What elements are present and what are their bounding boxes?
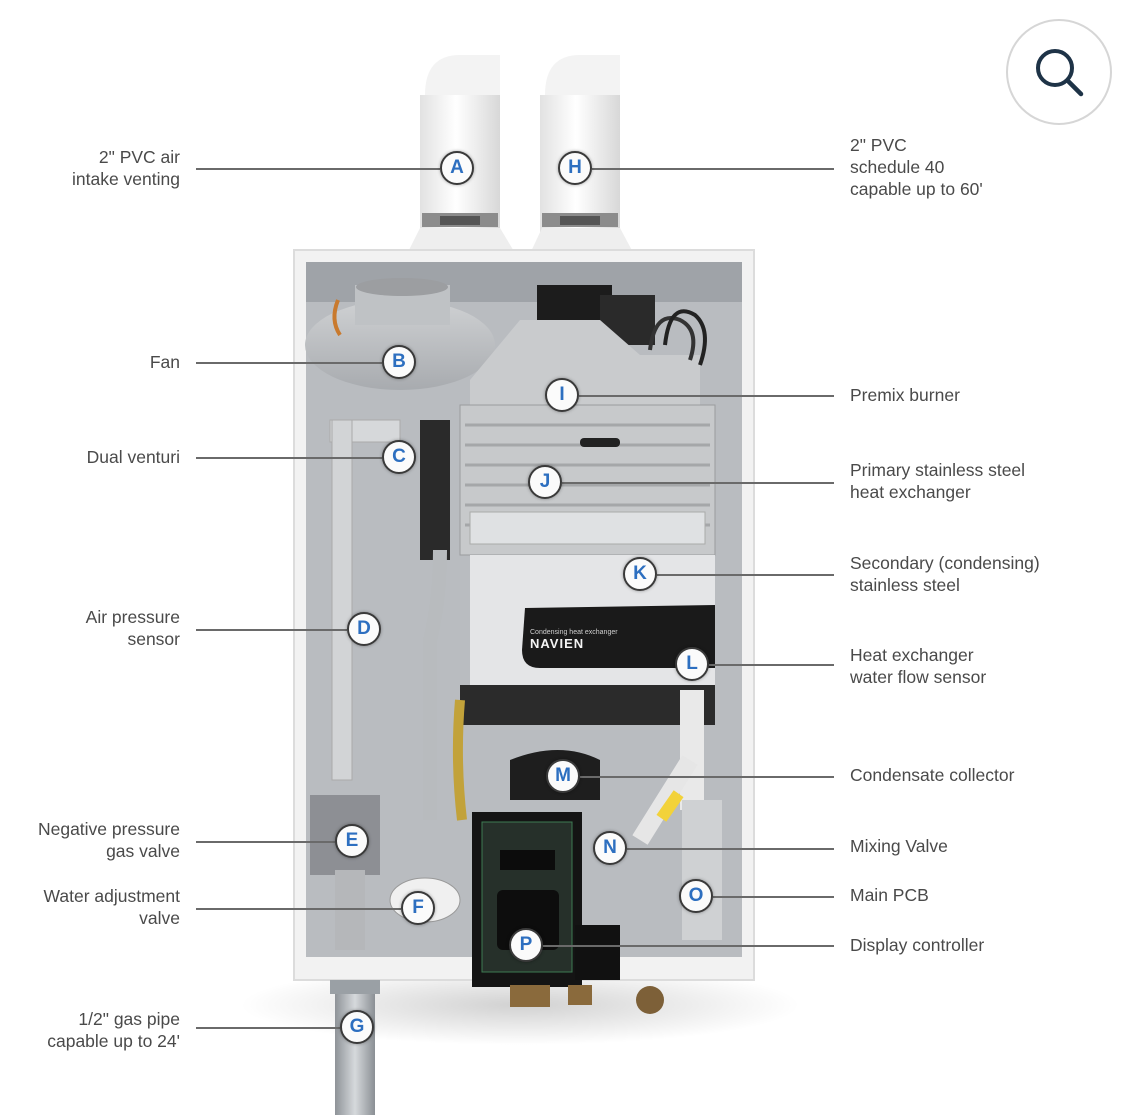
callout-marker-n[interactable]: N: [593, 831, 627, 865]
leader-line-d: [196, 629, 347, 631]
brand-logo: NAVIEN: [530, 636, 584, 651]
callout-marker-o[interactable]: O: [679, 879, 713, 913]
callout-label-m: Condensate collector: [850, 764, 1014, 786]
leader-line-c: [196, 457, 382, 459]
leader-line-k: [657, 574, 834, 576]
callout-marker-m[interactable]: M: [546, 759, 580, 793]
callout-label-line: Mixing Valve: [850, 836, 948, 856]
callout-label-line: water flow sensor: [850, 667, 987, 687]
leader-line-j: [562, 482, 834, 484]
primary-heat-exchanger: [459, 404, 716, 556]
leader-line-i: [579, 395, 834, 397]
leader-line-m: [580, 776, 834, 778]
callout-label-line: heat exchanger: [850, 482, 971, 502]
leader-line-f: [196, 908, 401, 910]
leader-line-n: [627, 848, 834, 850]
callout-marker-g[interactable]: G: [340, 1010, 374, 1044]
callout-label-line: Premix burner: [850, 385, 960, 405]
callout-label-line: Fan: [149, 352, 180, 372]
callout-label-line: Heat exchanger: [850, 645, 974, 665]
burner-housing: [470, 320, 700, 405]
callout-label-line: Water adjustment: [43, 886, 181, 906]
leader-line-h: [592, 168, 834, 170]
callout-marker-d[interactable]: D: [347, 612, 381, 646]
callout-marker-p[interactable]: P: [509, 928, 543, 962]
leader-line-a: [196, 168, 440, 170]
callout-label-i: Premix burner: [850, 384, 960, 406]
callout-label-line: sensor: [127, 629, 180, 649]
zoom-button[interactable]: [1006, 19, 1112, 125]
callout-label-line: intake venting: [72, 169, 180, 189]
gas-pipe: [335, 985, 375, 1115]
callout-marker-e[interactable]: E: [335, 824, 369, 858]
leader-line-g: [196, 1027, 340, 1029]
callout-marker-j[interactable]: J: [528, 465, 562, 499]
secondary-heat-exchanger: Condensing heat exchanger NAVIEN: [470, 555, 715, 685]
callout-label-line: Secondary (condensing): [850, 553, 1040, 573]
callout-label-line: Main PCB: [850, 885, 929, 905]
callout-label-line: 2" PVC air: [98, 147, 180, 167]
leader-line-o: [713, 896, 834, 898]
callout-label-b: Fan: [150, 351, 180, 373]
callout-label-k: Secondary (condensing)stainless steel: [850, 552, 1040, 596]
callout-label-o: Main PCB: [850, 884, 929, 906]
callout-label-c: Dual venturi: [87, 446, 180, 468]
callout-label-line: 1/2" gas pipe: [78, 1009, 180, 1029]
callout-label-line: Negative pressure: [37, 819, 180, 839]
callout-label-line: stainless steel: [850, 575, 960, 595]
callout-label-line: Dual venturi: [86, 447, 180, 467]
callout-label-line: 2" PVC: [850, 135, 907, 155]
callout-marker-b[interactable]: B: [382, 345, 416, 379]
callout-label-p: Display controller: [850, 934, 984, 956]
heat-exchanger-badge: Condensing heat exchanger: [530, 629, 618, 636]
callout-marker-h[interactable]: H: [558, 151, 592, 185]
callout-label-n: Mixing Valve: [850, 835, 948, 857]
callout-label-line: valve: [139, 908, 180, 928]
callout-label-line: capable up to 24': [47, 1031, 180, 1051]
callout-marker-f[interactable]: F: [401, 891, 435, 925]
callout-label-line: capable up to 60': [850, 179, 983, 199]
callout-label-line: Air pressure: [85, 607, 180, 627]
callout-label-line: Display controller: [850, 935, 985, 955]
callout-label-line: gas valve: [106, 841, 180, 861]
search-icon: [1036, 49, 1084, 97]
callout-label-line: Condensate collector: [850, 765, 1015, 785]
main-pcb: [682, 800, 722, 940]
callout-marker-l[interactable]: L: [675, 647, 709, 681]
callout-marker-a[interactable]: A: [440, 151, 474, 185]
callout-marker-i[interactable]: I: [545, 378, 579, 412]
leader-line-p: [543, 945, 834, 947]
leader-line-b: [196, 362, 382, 364]
callout-label-line: Primary stainless steel: [850, 460, 1026, 480]
callout-label-line: schedule 40: [850, 157, 945, 177]
leader-line-l: [709, 664, 834, 666]
callout-marker-k[interactable]: K: [623, 557, 657, 591]
leader-line-e: [196, 841, 335, 843]
callout-marker-c[interactable]: C: [382, 440, 416, 474]
